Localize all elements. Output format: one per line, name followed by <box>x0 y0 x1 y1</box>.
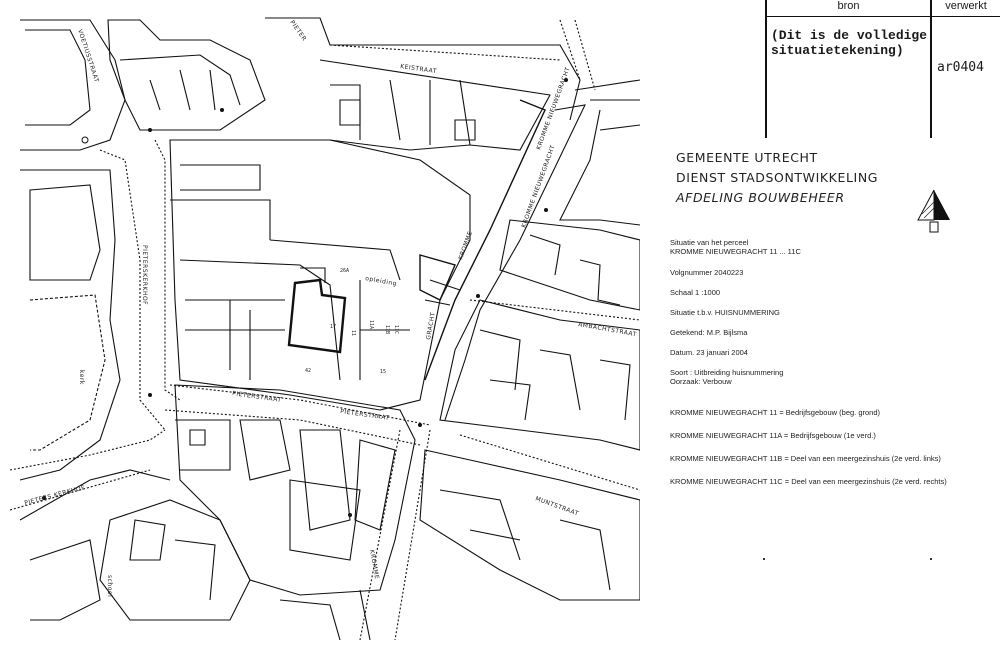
survey-markers <box>42 78 568 517</box>
kind: Soort : Uitbreiding huisnummering <box>670 368 784 377</box>
scale: Schaal 1 :1000 <box>670 288 721 297</box>
source-code: ar0404 <box>937 60 984 75</box>
building-list: KROMME NIEUWEGRACHT 11 = Bedrijfsgebouw … <box>670 408 995 500</box>
parcel-label-11: 11 <box>350 330 356 336</box>
street-label-kerk: kerk <box>78 370 85 385</box>
sequence-number: Volgnummer 2040223 <box>670 268 744 277</box>
drawn-by: Getekend: M.P. Bijlsma <box>670 328 748 337</box>
header-bron: bron <box>767 0 930 17</box>
situation-details: Situatie van het perceel KROMME NIEUWEGR… <box>670 238 995 386</box>
parcel-address: KROMME NIEUWEGRACHT 11 ... 11C <box>670 247 801 256</box>
parcel-label-26a: 26A <box>340 268 349 274</box>
map-block-outlines <box>9 17 640 641</box>
date: Datum. 23 januari 2004 <box>670 348 748 357</box>
parcel-label-11b: 11B <box>384 325 390 334</box>
org-line-dienst: DIENST STADSONTWIKKELING <box>676 170 879 185</box>
street-label-voetiusstraat: VOETIUSSTRAAT <box>76 28 100 83</box>
building-item: KROMME NIEUWEGRACHT 11A = Bedrijfsgebouw… <box>670 431 876 440</box>
org-line-gemeente: GEMEENTE UTRECHT <box>676 150 818 165</box>
highlighted-parcel <box>287 278 347 354</box>
parcel-label-15: 15 <box>380 369 386 375</box>
street-label-pieterskerkhof: PIETERSKERKHOF <box>141 245 148 305</box>
street-label-gracht: GRACHT <box>425 312 437 341</box>
building-item: KROMME NIEUWEGRACHT 11C = Deel van een m… <box>670 477 947 486</box>
parcel-label-11c: 11C <box>393 325 399 334</box>
situation-label: Situatie van het perceel <box>670 238 749 247</box>
table-border-left <box>765 0 767 138</box>
building-item: KROMME NIEUWEGRACHT 11 = Bedrijfsgebouw … <box>670 408 881 417</box>
purpose: Situatie t.b.v. HUISNUMMERING <box>670 308 780 317</box>
org-line-afdeling: AFDELING BOUWBEHEER <box>676 190 845 205</box>
street-label-opleiding: opleiding <box>365 275 398 287</box>
registration-dot <box>763 558 765 560</box>
street-label-ambachtstraat: AMBACHTSTRAAT <box>578 321 638 338</box>
building-item: KROMME NIEUWEGRACHT 11B = Deel van een m… <box>670 454 941 463</box>
north-arrow-icon <box>917 189 950 233</box>
table-border-mid <box>930 0 932 138</box>
street-label-kromme-2: KROMME <box>368 549 380 580</box>
source-table: bron verwerkt (Dit is de volledige situa… <box>765 0 1000 138</box>
street-label-pieterstraat-1: PIETERSTRAAT <box>232 390 282 404</box>
street-label-pieterskerkhof-2: PIETERS KERKHOF <box>24 484 86 507</box>
source-note: (Dit is de volledige situatietekening) <box>771 28 928 58</box>
header-verwerkt: verwerkt <box>932 0 1000 17</box>
street-label-school: school <box>106 575 113 597</box>
street-label-pieter: PIETER <box>288 19 307 43</box>
parcel-label-17: 17 <box>330 324 336 330</box>
registration-dot <box>930 558 932 560</box>
street-label-kromme-nieuwegracht-2: KROMME NIEUWEGRACHT <box>520 144 556 229</box>
parcel-label-42: 42 <box>305 368 311 374</box>
cause: Oorzaak: Verbouw <box>670 377 732 386</box>
street-label-pieterstraat-2: PIETERSTRAAT <box>340 408 390 422</box>
parcel-label-11a: 11A <box>368 320 374 329</box>
cadastral-map: KEISTRAAT VOETIUSSTRAAT PIETERSKERKHOF P… <box>9 17 640 641</box>
street-label-kromme-1: KROMME <box>457 230 474 261</box>
street-label-muntstraat: MUNTSTRAAT <box>534 495 579 517</box>
organization-block: GEMEENTE UTRECHT DIENST STADSONTWIKKELIN… <box>676 148 878 208</box>
